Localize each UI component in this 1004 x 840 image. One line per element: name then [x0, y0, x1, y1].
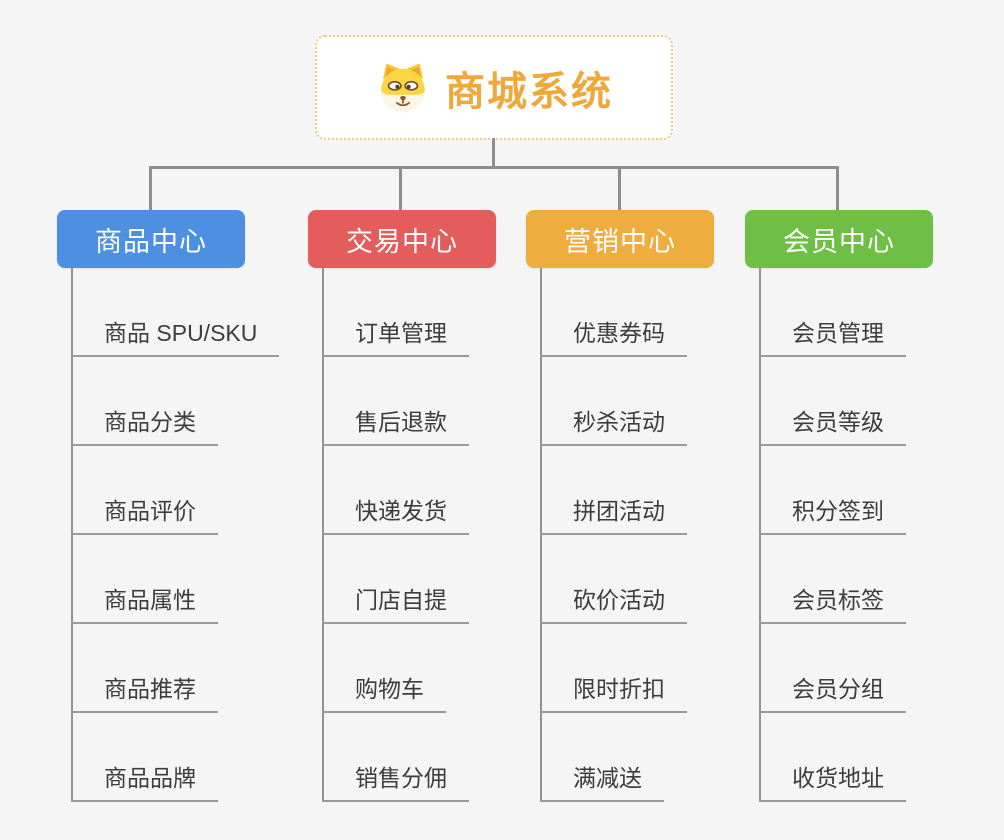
child-node-label: 门店自提	[355, 587, 447, 613]
child-node-label: 会员管理	[792, 320, 884, 346]
connector-root-stem	[492, 138, 495, 166]
child-node-member-center[interactable]: 会员等级	[759, 357, 906, 446]
branch-trade-center: 交易中心 订单管理售后退款快递发货门店自提购物车销售分佣	[308, 210, 558, 810]
child-node-member-center[interactable]: 积分签到	[759, 446, 906, 535]
child-node-marketing-center[interactable]: 限时折扣	[540, 624, 687, 713]
child-node-label: 秒杀活动	[573, 409, 665, 435]
child-node-label: 商品品牌	[104, 765, 196, 791]
child-node-marketing-center[interactable]: 优惠券码	[540, 268, 687, 357]
child-node-label: 会员等级	[792, 409, 884, 435]
child-node-marketing-center[interactable]: 拼团活动	[540, 446, 687, 535]
branch-items-trade: 订单管理售后退款快递发货门店自提购物车销售分佣	[322, 268, 469, 802]
child-node-product-center[interactable]: 商品品牌	[71, 713, 218, 802]
branch-items-member: 会员管理会员等级积分签到会员标签会员分组收货地址	[759, 268, 906, 802]
doge-icon	[381, 63, 425, 112]
branch-items-product: 商品 SPU/SKU 商品分类商品评价商品属性商品推荐商品品牌	[71, 268, 280, 802]
child-node-label: 商品评价	[104, 498, 196, 524]
child-node-label: 砍价活动	[573, 587, 665, 613]
child-node-marketing-center[interactable]: 满减送	[540, 713, 664, 802]
branch-product-center: 商品中心 商品 SPU/SKU 商品分类商品评价商品属性商品推荐商品品牌	[57, 210, 307, 810]
child-node-marketing-center[interactable]: 秒杀活动	[540, 357, 687, 446]
connector-drop-product	[149, 166, 152, 210]
child-node-member-center[interactable]: 收货地址	[759, 713, 906, 802]
connector-drop-trade	[399, 166, 402, 210]
branch-marketing-center: 营销中心 优惠券码秒杀活动拼团活动砍价活动限时折扣满减送	[526, 210, 776, 810]
child-node-label: 会员分组	[792, 676, 884, 702]
child-node-member-center[interactable]: 会员标签	[759, 535, 906, 624]
child-node-label: 优惠券码	[573, 320, 665, 346]
child-node-label: 商品分类	[104, 409, 196, 435]
child-node-label: 商品 SPU/SKU	[104, 320, 258, 346]
child-node-label: 订单管理	[355, 320, 447, 346]
child-node-label: 快递发货	[355, 498, 447, 524]
child-node-label: 购物车	[355, 676, 424, 702]
child-node-label: 商品推荐	[104, 676, 196, 702]
child-node-label: 积分签到	[792, 498, 884, 524]
child-node-label: 商品属性	[104, 587, 196, 613]
root-node[interactable]: 商城系统	[315, 35, 673, 140]
child-node-product-center[interactable]: 商品推荐	[71, 624, 218, 713]
branch-member-center: 会员中心 会员管理会员等级积分签到会员标签会员分组收货地址	[745, 210, 995, 810]
child-node-label: 会员标签	[792, 587, 884, 613]
connector-drop-member	[836, 166, 839, 210]
child-node-label: 满减送	[573, 765, 642, 791]
child-node-member-center[interactable]: 会员管理	[759, 268, 906, 357]
child-node-product-center[interactable]: 商品分类	[71, 357, 218, 446]
child-node-trade-center[interactable]: 门店自提	[322, 535, 469, 624]
child-node-marketing-center[interactable]: 砍价活动	[540, 535, 687, 624]
branch-node-product-center[interactable]: 商品中心	[57, 210, 245, 268]
root-title: 商城系统	[445, 69, 613, 114]
child-node-trade-center[interactable]: 购物车	[322, 624, 446, 713]
branch-node-trade-center[interactable]: 交易中心	[308, 210, 496, 268]
child-node-product-center[interactable]: 商品 SPU/SKU	[71, 268, 280, 357]
branch-node-member-center[interactable]: 会员中心	[745, 210, 933, 268]
child-node-product-center[interactable]: 商品评价	[71, 446, 218, 535]
child-node-label: 限时折扣	[573, 676, 665, 702]
child-node-trade-center[interactable]: 快递发货	[322, 446, 469, 535]
child-node-product-center[interactable]: 商品属性	[71, 535, 218, 624]
connector-drop-marketing	[618, 166, 621, 210]
child-node-label: 收货地址	[792, 765, 884, 791]
branch-node-marketing-center[interactable]: 营销中心	[526, 210, 714, 268]
child-node-trade-center[interactable]: 销售分佣	[322, 713, 469, 802]
connector-horizontal-bar	[149, 166, 839, 169]
child-node-label: 拼团活动	[573, 498, 665, 524]
child-node-label: 售后退款	[355, 409, 447, 435]
branch-items-marketing: 优惠券码秒杀活动拼团活动砍价活动限时折扣满减送	[540, 268, 687, 802]
child-node-label: 销售分佣	[355, 765, 447, 791]
child-node-trade-center[interactable]: 售后退款	[322, 357, 469, 446]
child-node-trade-center[interactable]: 订单管理	[322, 268, 469, 357]
child-node-member-center[interactable]: 会员分组	[759, 624, 906, 713]
